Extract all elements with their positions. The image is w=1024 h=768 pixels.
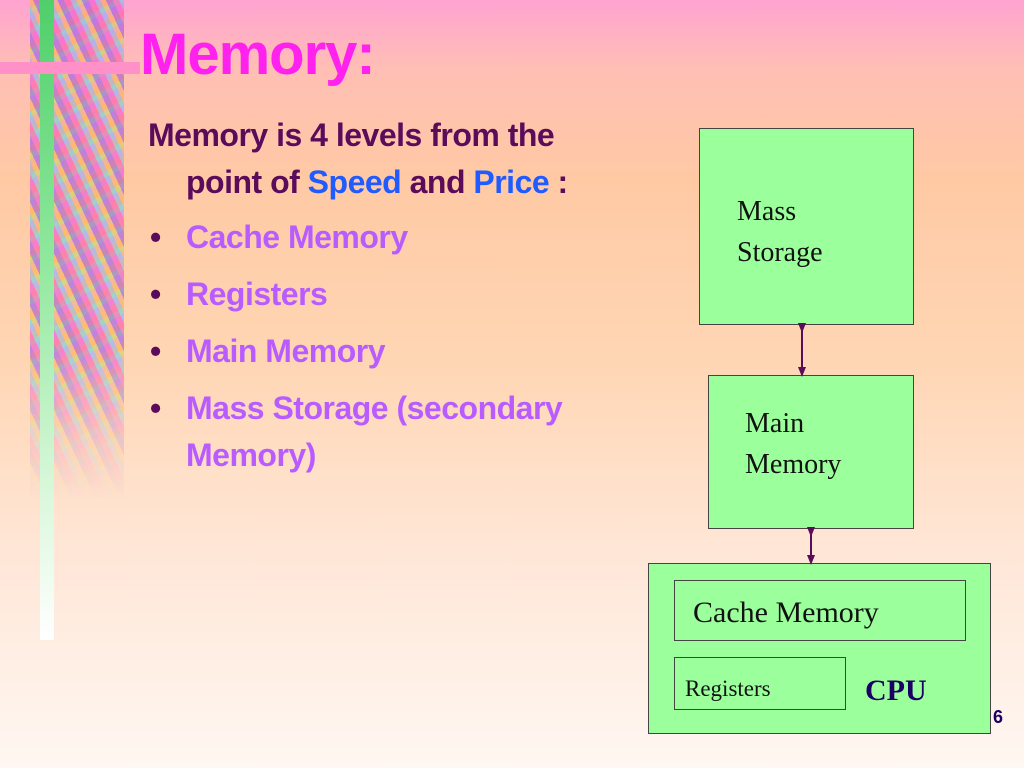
speed-keyword: Speed [307, 164, 402, 200]
intro-text-start: Memory is 4 levels from the point of [148, 117, 555, 200]
mass-storage-label: Mass Storage [737, 191, 823, 273]
mass-storage-label-line1: Mass [737, 196, 797, 227]
bullet-icon: • [150, 219, 161, 255]
slide-body: Memory is 4 levels from the point of Spe… [148, 112, 568, 489]
bullet-icon: • [150, 390, 161, 426]
main-memory-label: Main Memory [745, 403, 841, 485]
cache-memory-label: Cache Memory [693, 596, 879, 629]
bullet-icon: • [150, 333, 161, 369]
registers-label: Registers [685, 676, 771, 701]
bullet-item-main-memory: • Main Memory [148, 328, 568, 375]
main-memory-box: Main Memory [708, 375, 914, 529]
bullet-list: • Cache Memory • Registers • Main Memory • M… [148, 214, 568, 479]
cpu-box: Cache Memory Registers CPU [648, 563, 991, 734]
main-memory-label-line2: Memory [745, 449, 842, 480]
slide-title: Memory: [140, 22, 376, 87]
main-memory-label-line1: Main [745, 408, 805, 439]
bullet-icon: • [150, 276, 161, 312]
decorative-vertical-bar [40, 0, 54, 640]
page-number: 6 [993, 707, 1004, 727]
decorative-horizontal-bar [0, 62, 140, 74]
bullet-label: Registers [186, 276, 328, 312]
intro-text-end: : [549, 164, 569, 200]
bullet-label: Main Memory [186, 333, 385, 369]
bullet-label: Cache Memory [186, 219, 408, 255]
bullet-item-mass-storage: • Mass Storage (secondary Memory) [148, 385, 568, 479]
mass-storage-box: Mass Storage [699, 128, 914, 325]
registers-box: Registers [674, 657, 846, 710]
intro-text-middle: and [401, 164, 474, 200]
intro-paragraph: Memory is 4 levels from the point of Spe… [148, 112, 568, 206]
bullet-item-registers: • Registers [148, 271, 568, 318]
price-keyword: Price [473, 164, 550, 200]
bullet-item-cache-memory: • Cache Memory [148, 214, 568, 261]
cpu-label: CPU [865, 674, 927, 707]
bullet-label: Mass Storage (secondary Memory) [186, 390, 563, 473]
mass-storage-label-line2: Storage [737, 237, 823, 268]
cache-memory-box: Cache Memory [674, 580, 966, 641]
